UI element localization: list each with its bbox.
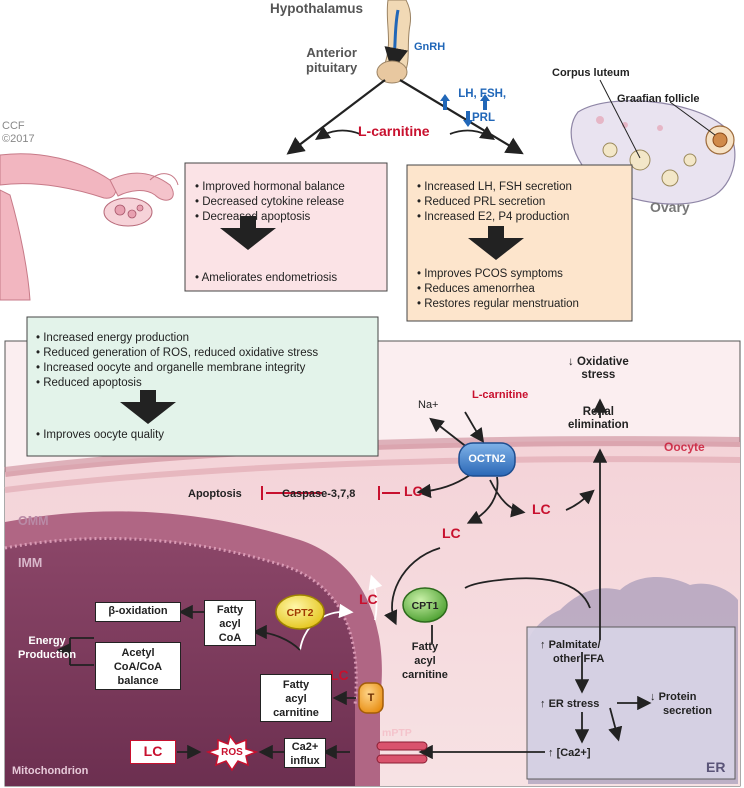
translocase-label: T <box>367 692 375 704</box>
cpt2-label: CPT2 <box>286 607 314 619</box>
hormone-arrows <box>440 94 490 127</box>
ros-label: ROS <box>221 747 243 758</box>
cpt2-enzyme <box>275 594 325 630</box>
hypothalamus-label: Hypothalamus <box>270 1 364 16</box>
pcos-box-bg <box>406 164 633 322</box>
na-label: Na+ <box>418 399 439 411</box>
oocyte-box-bg <box>26 316 379 457</box>
ccf-credit: CCF ©2017 <box>2 120 35 145</box>
mptp-label: mPTP <box>382 727 412 739</box>
mitochondrion-label: Mitochondrion <box>12 765 89 777</box>
translocase <box>358 682 384 714</box>
corpus-luteum-label: Corpus luteum <box>552 67 630 79</box>
imm-label: IMM <box>18 556 43 570</box>
octn2-label: OCTN2 <box>468 453 506 465</box>
energy-production-label: Energy Production <box>18 635 77 661</box>
hormones-label: LH, FSH, PRL <box>458 88 507 124</box>
endometriosis-box-bg <box>184 162 388 292</box>
endometriosis-box: • Improved hormonal balance • Decreased … <box>195 181 345 284</box>
fatty-acyl-carnitine-inner-box: Fatty acyl carnitine <box>260 674 332 722</box>
palmitate-label: ↑ Palmitate/ other FFA <box>540 639 605 665</box>
er-label: ER <box>706 759 726 775</box>
calcium-label: ↑ [Ca2+] <box>548 747 591 759</box>
pituitary-arrows <box>286 79 524 155</box>
lc-scavenger-box: LC <box>130 740 176 764</box>
pcos-result-arrow <box>468 226 524 260</box>
pcos-box: • Increased LH, FSH secretion • Reduced … <box>417 181 579 310</box>
inhibition-arrows <box>261 486 400 500</box>
cell-arrows <box>56 398 652 760</box>
renal-elimination-label: Renal elimination <box>568 406 629 431</box>
endometriosis-result-arrow <box>220 216 276 250</box>
uterus-illustration <box>0 153 179 301</box>
caspase-label: Caspase-3,7,8 <box>282 488 356 500</box>
acetyl-coa-box: Acetyl CoA/CoA balance <box>95 642 181 690</box>
anterior-pituitary-label: Anterior pituitary <box>306 45 358 75</box>
lc-cytosol-3: LC <box>442 525 461 541</box>
protein-secretion-label: ↓ Protein secretion <box>650 691 712 717</box>
lc-matrix-2: LC <box>330 667 349 683</box>
oocyte-result-arrow <box>120 390 176 424</box>
oocyte-box: • Increased energy production • Reduced … <box>36 332 319 441</box>
ros-burst <box>205 734 259 772</box>
cell-lcarnitine-label: L-carnitine <box>472 389 529 401</box>
cpt1-label: CPT1 <box>411 600 439 612</box>
fatty-acyl-carnitine-outer-label: Fatty acyl carnitine <box>402 641 448 681</box>
octn2-transporter <box>458 442 516 477</box>
beta-oxidation-box: β-oxidation <box>95 602 181 622</box>
er-stress-label: ↑ ER stress <box>540 698 600 710</box>
fatty-acyl-coa-box: Fatty acyl CoA <box>204 600 256 646</box>
lc-cytosol-2: LC <box>532 501 551 517</box>
lc-matrix-1: LC <box>359 591 378 607</box>
lc-cytosol-1: LC <box>404 483 423 499</box>
oocyte-label: Oocyte <box>664 440 705 454</box>
apoptosis-label: Apoptosis <box>188 488 242 500</box>
ovary-label: Ovary <box>650 199 690 215</box>
graafian-follicle-label: Graafian follicle <box>617 93 700 105</box>
omm-label: OMM <box>18 514 49 528</box>
gnrh-label: GnRH <box>414 41 446 53</box>
pituitary-illustration <box>376 0 411 84</box>
mptp-pore <box>376 741 428 764</box>
lcarnitine-top-label: L-carnitine <box>358 123 430 139</box>
oxidative-stress-label: ↓ Oxidative stress <box>568 356 629 381</box>
cpt1-enzyme <box>402 587 448 623</box>
ca-influx-box: Ca2+ influx <box>284 738 326 768</box>
